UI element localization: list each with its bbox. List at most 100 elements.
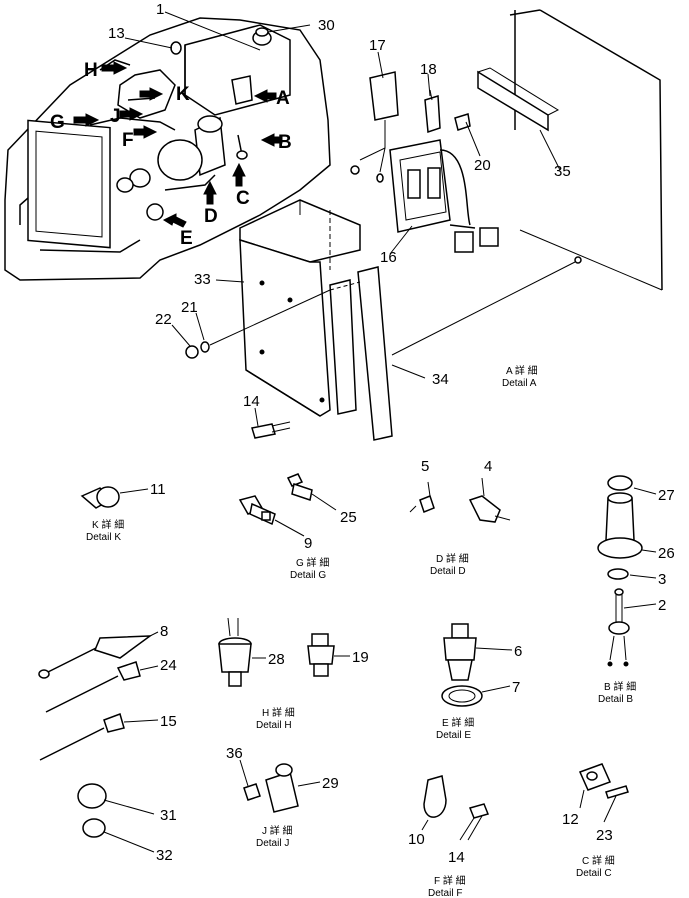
fasteners-bracket — [171, 312, 291, 439]
detail-J-jp: J 詳 細 — [262, 824, 293, 837]
part-29-relay — [265, 763, 321, 813]
arrow-G-icon — [73, 113, 100, 127]
part-25-sensor — [286, 473, 337, 511]
part-28-sensor — [218, 617, 266, 687]
detail-F-jp: F 詳 細 — [434, 874, 466, 887]
letter-G: G — [50, 112, 65, 133]
arrow-C-icon — [232, 162, 246, 187]
letter-B: B — [278, 132, 292, 153]
part-31-cap — [77, 783, 155, 815]
letter-K: K — [176, 84, 190, 105]
detail-letters: H G J F K A B C D E — [50, 60, 292, 249]
detail-J-en: Detail J — [256, 838, 289, 849]
control-box-drawing — [350, 71, 499, 253]
part-19-sensor — [307, 633, 350, 677]
cab-panel-drawing — [477, 9, 663, 291]
callout-3: 3 — [658, 571, 666, 588]
callout-32: 32 — [156, 847, 173, 864]
callout-10: 10 — [408, 831, 425, 848]
callout-15: 15 — [160, 713, 177, 730]
callout-1: 1 — [156, 1, 164, 18]
callout-35: 35 — [554, 163, 571, 180]
detail-H-en: Detail H — [256, 720, 292, 731]
callout-33: 33 — [194, 271, 211, 288]
engine-assembly-drawing — [4, 17, 331, 281]
callout-30: 30 — [318, 17, 335, 34]
callout-24: 24 — [160, 657, 177, 674]
arrow-A-icon — [253, 89, 277, 103]
detail-G-en: Detail G — [290, 570, 326, 581]
letter-A: A — [276, 88, 290, 109]
callout-numbers: 1 13 30 17 18 20 35 16 33 21 22 34 14 11… — [108, 1, 675, 866]
callout-8: 8 — [160, 623, 168, 640]
part-36-bolt — [239, 759, 261, 801]
callout-17: 17 — [369, 37, 386, 54]
detail-K-en: Detail K — [86, 532, 121, 543]
part-12-clip — [578, 763, 612, 809]
part-32-cap — [82, 818, 155, 853]
arrow-H-icon — [101, 61, 128, 75]
part-2-sender — [607, 588, 657, 667]
part-9-sensor — [238, 495, 305, 537]
letter-F: F — [122, 130, 134, 151]
detail-A-jp: A 詳 細 — [506, 364, 538, 377]
part-4-switch — [468, 477, 511, 523]
part-14-screw — [459, 803, 490, 841]
part-15-tie — [39, 713, 159, 761]
detail-arrows — [73, 61, 283, 228]
part-10-clamp — [421, 775, 447, 831]
callout-11: 11 — [150, 481, 166, 498]
detail-H-jp: H 詳 細 — [262, 706, 295, 719]
callout-14-top: 14 — [243, 393, 260, 410]
detail-captions: A 詳 細 Detail A K 詳 細 Detail K G 詳 細 Deta… — [86, 364, 636, 898]
callout-16: 16 — [380, 249, 397, 266]
arrow-E-icon — [162, 213, 187, 228]
detail-G-jp: G 詳 細 — [296, 556, 329, 569]
callout-26: 26 — [658, 545, 675, 562]
callout-27: 27 — [658, 487, 675, 504]
part-24-tie — [45, 661, 159, 713]
part-3-washer — [607, 568, 657, 580]
detail-C-en: Detail C — [576, 868, 612, 879]
detail-A-en: Detail A — [502, 378, 537, 389]
callout-13: 13 — [108, 25, 125, 42]
bracket-assembly-drawing — [209, 199, 582, 441]
detail-C-jp: C 詳 細 — [582, 854, 615, 867]
callout-22: 22 — [155, 311, 172, 328]
letter-C: C — [236, 188, 250, 209]
part-5-switch — [409, 481, 435, 513]
arrow-K-icon — [139, 87, 164, 101]
engine-leader-lines — [124, 11, 311, 51]
detail-B-en: Detail B — [598, 694, 633, 705]
letter-H: H — [84, 60, 98, 81]
callout-9: 9 — [304, 535, 312, 552]
callout-31: 31 — [160, 807, 177, 824]
callout-5: 5 — [421, 458, 429, 475]
detail-D-jp: D 詳 細 — [436, 552, 469, 565]
part-8-tie — [38, 631, 159, 679]
letter-E: E — [180, 228, 193, 249]
callout-7: 7 — [512, 679, 520, 696]
detail-B-jp: B 詳 細 — [604, 680, 636, 693]
part-11-clip — [80, 486, 149, 509]
callout-19: 19 — [352, 649, 369, 666]
callout-2: 2 — [658, 597, 666, 614]
part-27-oring — [607, 475, 657, 495]
callout-23: 23 — [596, 827, 613, 844]
arrow-J-icon — [119, 107, 144, 121]
detail-E-en: Detail E — [436, 730, 471, 741]
center-leader-lines — [215, 51, 561, 379]
arrow-B-icon — [260, 133, 283, 147]
callout-21: 21 — [181, 299, 198, 316]
part-6-switch — [443, 623, 513, 681]
callout-29: 29 — [322, 775, 339, 792]
detail-D-en: Detail D — [430, 566, 466, 577]
callout-12: 12 — [562, 811, 579, 828]
letter-D: D — [204, 206, 218, 227]
part-26-tube — [597, 492, 657, 559]
letter-J: J — [110, 106, 121, 127]
callout-25: 25 — [340, 509, 357, 526]
detail-F-en: Detail F — [428, 888, 462, 898]
